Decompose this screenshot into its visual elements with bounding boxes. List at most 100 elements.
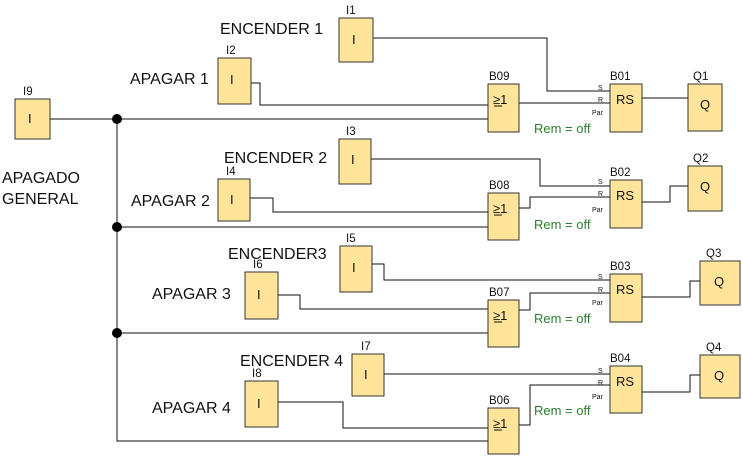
- block-symbol: I: [352, 260, 356, 275]
- block-symbol: ≥1: [493, 416, 507, 431]
- pin-r: R: [598, 97, 603, 104]
- block-symbol: I: [364, 367, 368, 382]
- block-symbol: Q: [714, 274, 724, 289]
- block-tag: B04: [610, 353, 631, 365]
- or-block-b07: B07 ≥1: [487, 287, 520, 348]
- block-symbol: I: [230, 192, 234, 207]
- wire-i3-b02-set: [371, 158, 610, 187]
- remanence-label: Rem = off: [534, 311, 591, 326]
- input-block-i4: I4 I: [217, 166, 251, 222]
- input-block-i5: I5 I: [339, 233, 373, 293]
- remanence-label: Rem = off: [534, 121, 591, 136]
- block-tag: I7: [361, 341, 371, 353]
- input-block-i2: I2 I: [217, 45, 252, 105]
- or-block-b06: B06 ≥1: [487, 395, 520, 455]
- input-block-i3: I3 I: [338, 126, 372, 185]
- wires: [50, 37, 700, 442]
- label-encender-3: ENCENDER3: [228, 246, 327, 263]
- wire-i8-b06: [278, 401, 488, 429]
- junction-dot: [112, 222, 122, 232]
- input-block-i8: I8 I: [244, 368, 279, 428]
- label-apagar-3: APAGAR 3: [152, 286, 231, 303]
- pin-par: Par: [592, 394, 604, 401]
- block-symbol: ≥1: [493, 92, 507, 107]
- pin-par: Par: [592, 300, 604, 307]
- block-tag: Q4: [706, 342, 722, 354]
- block-tag: I1: [346, 5, 356, 17]
- wire-i9-bus: [50, 118, 488, 442]
- block-symbol: I: [257, 396, 261, 411]
- block-tag: Q1: [693, 71, 708, 83]
- wire-b08-b02-reset: [519, 196, 610, 209]
- block-symbol: RS: [616, 374, 634, 389]
- label-encender-2: ENCENDER 2: [224, 150, 327, 167]
- or-block-b08: B08 ≥1: [487, 180, 520, 241]
- remanence-label: Rem = off: [534, 217, 591, 232]
- signal-labels: APAGADO GENERAL ENCENDER 1 APAGAR 1 ENCE…: [2, 21, 343, 417]
- pin-s: S: [598, 274, 603, 281]
- block-tag: I2: [226, 45, 236, 57]
- block-tag: I8: [252, 368, 262, 380]
- wire-b03-q3: [642, 280, 700, 298]
- input-block-i1: I1 I: [338, 5, 374, 63]
- block-tag: B06: [489, 395, 509, 407]
- label-apagar-4: APAGAR 4: [152, 400, 231, 417]
- label-encender-4: ENCENDER 4: [240, 353, 343, 370]
- block-symbol: ≥1: [493, 201, 507, 216]
- input-block-i9: I9 I: [14, 86, 51, 140]
- or-block-b09: B09 ≥1: [487, 71, 520, 133]
- wire-b02-q2: [642, 185, 688, 203]
- input-block-i7: I7 I: [351, 341, 385, 397]
- pin-par: Par: [592, 207, 604, 214]
- block-symbol: RS: [616, 92, 634, 107]
- block-symbol: I: [257, 287, 261, 302]
- label-encender-1: ENCENDER 1: [220, 21, 323, 38]
- block-tag: B08: [489, 180, 509, 192]
- rs-block-b02: B02 RS S R Par Rem = off: [534, 167, 643, 232]
- block-symbol: ≥1: [493, 308, 507, 323]
- output-block-q4: Q4 Q: [699, 342, 741, 399]
- wire-i6-b07: [278, 294, 488, 310]
- label-apagado-general-2: GENERAL: [2, 191, 79, 208]
- block-symbol: I: [230, 72, 234, 87]
- wire-i2-b09: [251, 82, 488, 106]
- block-tag: I6: [253, 259, 263, 271]
- rs-block-b04: B04 RS S R Par Rem = off: [534, 353, 643, 418]
- wire-i1-b01-set: [373, 37, 610, 92]
- block-symbol: RS: [616, 188, 634, 203]
- output-block-q3: Q3 Q: [699, 248, 741, 306]
- block-tag: B03: [610, 261, 630, 273]
- label-apagado-general-1: APAGADO: [2, 170, 80, 187]
- wire-b06-b04-reset: [519, 384, 610, 426]
- block-symbol: I: [28, 111, 32, 126]
- block-tag: I4: [226, 166, 236, 178]
- block-tag: Q2: [693, 153, 708, 165]
- wire-b04-q4: [642, 374, 700, 393]
- block-tag: I9: [23, 86, 33, 98]
- block-symbol: Q: [714, 368, 724, 383]
- block-tag: B09: [489, 71, 509, 83]
- input-block-i6: I6 I: [244, 259, 279, 320]
- output-block-q2: Q2 Q: [687, 153, 723, 212]
- wire-i5-b03-set: [372, 263, 610, 281]
- block-symbol: RS: [616, 282, 634, 297]
- pin-s: S: [598, 85, 603, 92]
- junction-dot: [112, 328, 122, 338]
- block-symbol: Q: [700, 179, 710, 194]
- or-underlines: [494, 105, 502, 431]
- output-block-q1: Q1 Q: [687, 71, 723, 132]
- remanence-label: Rem = off: [534, 403, 591, 418]
- pin-r: R: [598, 191, 603, 198]
- block-tag: I3: [346, 126, 356, 138]
- block-tag: B02: [610, 167, 630, 179]
- junction-dot: [112, 114, 122, 124]
- label-apagar-2: APAGAR 2: [131, 193, 210, 210]
- pin-r: R: [598, 380, 603, 387]
- label-apagar-1: APAGAR 1: [130, 71, 209, 88]
- wire-b07-b03-reset: [519, 292, 610, 311]
- pin-par: Par: [592, 110, 604, 117]
- block-tag: I5: [346, 233, 356, 245]
- block-symbol: I: [351, 152, 355, 167]
- pin-r: R: [598, 287, 603, 294]
